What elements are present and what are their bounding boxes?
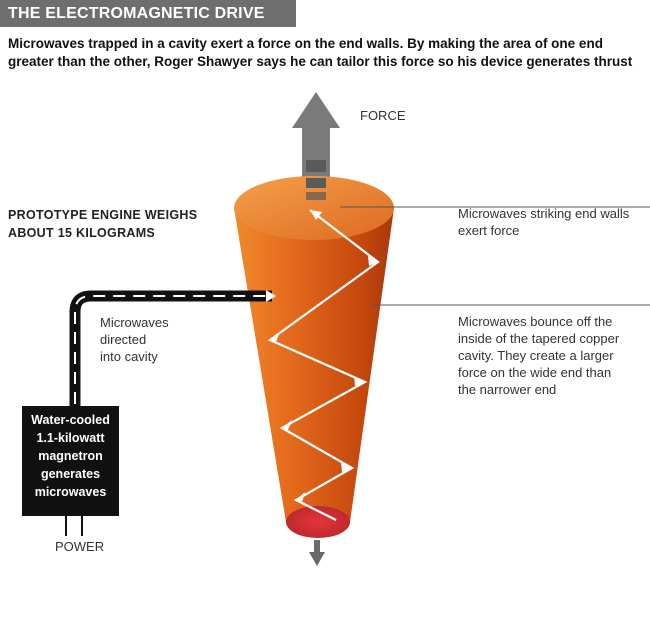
diagram-subtitle: Microwaves trapped in a cavity exert a f…: [8, 35, 648, 71]
wide-end-wall: [234, 176, 394, 240]
end-walls-label: Microwaves striking end walls exert forc…: [458, 206, 630, 238]
bounce-arrowheads: [270, 210, 378, 502]
microwaves-directed-label: Microwaves directed into cavity: [100, 315, 169, 364]
prototype-weight-label: PROTOTYPE ENGINE WEIGHS ABOUT 15 KILOGRA…: [8, 208, 198, 240]
magnetron-box: Water-cooled 1.1-kilowatt magnetron gene…: [22, 406, 119, 516]
diagram-title: THE ELECTROMAGNETIC DRIVE: [0, 0, 296, 27]
power-leads: [65, 516, 83, 536]
narrow-end-wall: [286, 506, 350, 538]
subtitle-line: greater than the other, Roger Shawyer sa…: [8, 54, 633, 69]
waveguide: [69, 290, 276, 406]
force-label: FORCE: [360, 108, 406, 123]
power-label: POWER: [55, 539, 105, 554]
bounce-path: [267, 209, 380, 521]
force-arrow: [292, 92, 340, 196]
bounce-label: Microwaves bounce off the inside of the …: [458, 314, 620, 397]
copper-cavity: [234, 176, 394, 538]
centre-marker: [306, 160, 326, 200]
small-force-arrow: [309, 540, 325, 566]
subtitle-line: Microwaves trapped in a cavity exert a f…: [8, 36, 603, 51]
leader-lines: [340, 206, 650, 306]
